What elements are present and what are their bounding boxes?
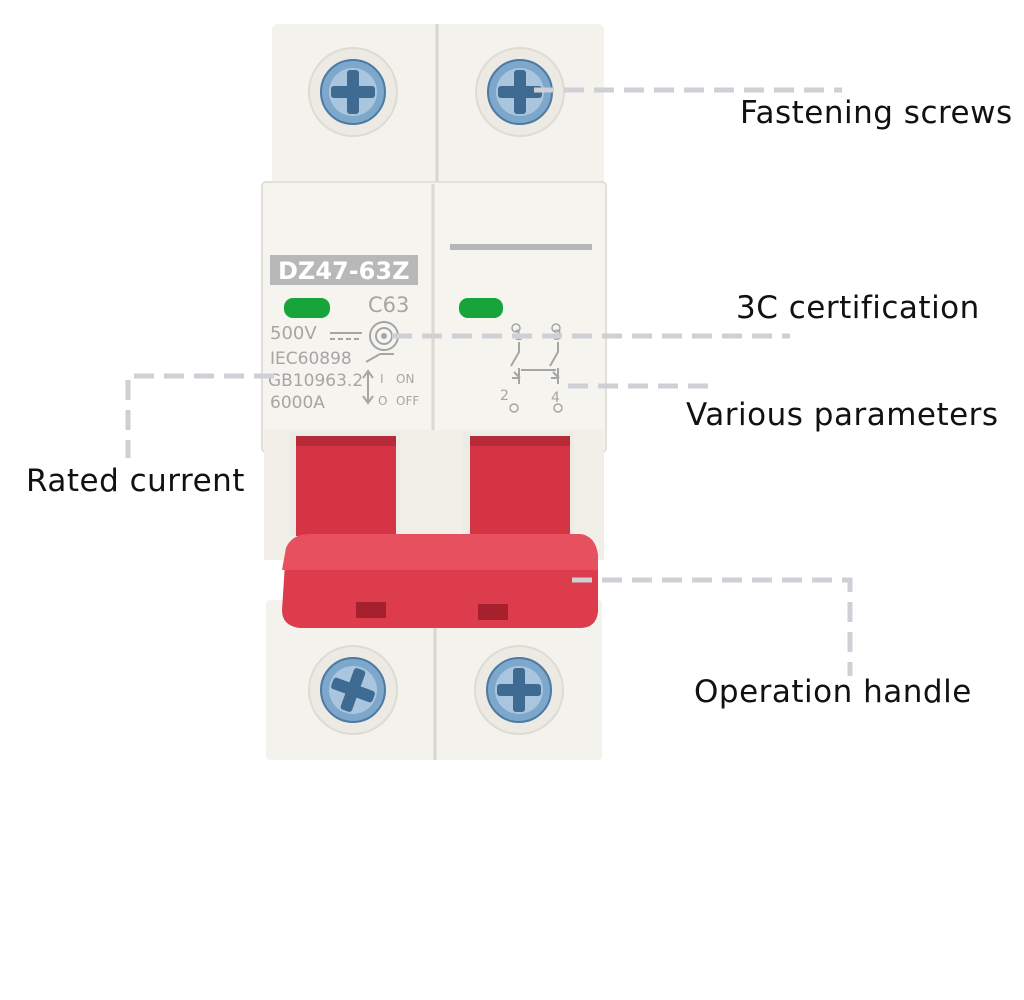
screw-icon bbox=[320, 657, 386, 723]
leader-operation-handle bbox=[572, 577, 853, 676]
handle-lever-right bbox=[470, 436, 570, 536]
handle-slot-right bbox=[478, 604, 508, 620]
breaking-capacity-label: 6000A bbox=[270, 393, 325, 413]
leader-rated-current bbox=[125, 373, 274, 458]
switch-direction-arrow-icon bbox=[362, 369, 374, 405]
pole-stripe bbox=[450, 244, 592, 250]
voltage-label: 500V bbox=[270, 323, 317, 344]
handle-slot-left bbox=[356, 602, 386, 618]
handle-lever-shadow bbox=[470, 436, 570, 446]
switch-symbol-icon bbox=[365, 353, 394, 363]
screw-icon bbox=[320, 59, 386, 125]
fastening-screws-label: Fastening screws bbox=[740, 95, 1013, 131]
terminal-marker bbox=[553, 403, 563, 413]
various-parameters-label: Various parameters bbox=[686, 397, 999, 433]
terminal-marker bbox=[511, 323, 521, 333]
operation-handle[interactable] bbox=[282, 534, 598, 628]
terminal-marker bbox=[509, 403, 519, 413]
status-indicator-left bbox=[284, 298, 330, 318]
terminal-2-label: 2 bbox=[500, 388, 509, 404]
handle-lever-left bbox=[296, 436, 396, 536]
terminal-marker bbox=[551, 323, 561, 333]
leader-lines bbox=[125, 87, 853, 676]
rating-label: C63 bbox=[368, 293, 409, 317]
model-plate bbox=[270, 255, 418, 285]
rated-current-label: Rated current bbox=[26, 463, 245, 499]
off-symbol: O bbox=[378, 394, 387, 408]
model-label: DZ47-63Z bbox=[278, 257, 409, 285]
off-label: OFF bbox=[396, 394, 419, 408]
handle-lever-shadow bbox=[296, 436, 396, 446]
screw-icon bbox=[487, 59, 553, 125]
standard-label-1: IEC60898 bbox=[270, 349, 352, 369]
on-label: ON bbox=[396, 372, 414, 386]
circuit-breaker: DZ47-63Z C63 500V IEC60898 GB10963.2 600… bbox=[261, 24, 607, 760]
wiring-schematic-icon bbox=[510, 342, 560, 384]
screw-icon bbox=[486, 657, 552, 723]
terminal-4-label: 4 bbox=[551, 390, 560, 406]
standard-label-2: GB10963.2 bbox=[268, 371, 363, 391]
on-symbol: I bbox=[380, 372, 384, 386]
status-indicator-right bbox=[459, 298, 503, 318]
operation-handle-label: Operation handle bbox=[694, 674, 972, 710]
3c-certification-label: 3C certification bbox=[736, 290, 980, 326]
